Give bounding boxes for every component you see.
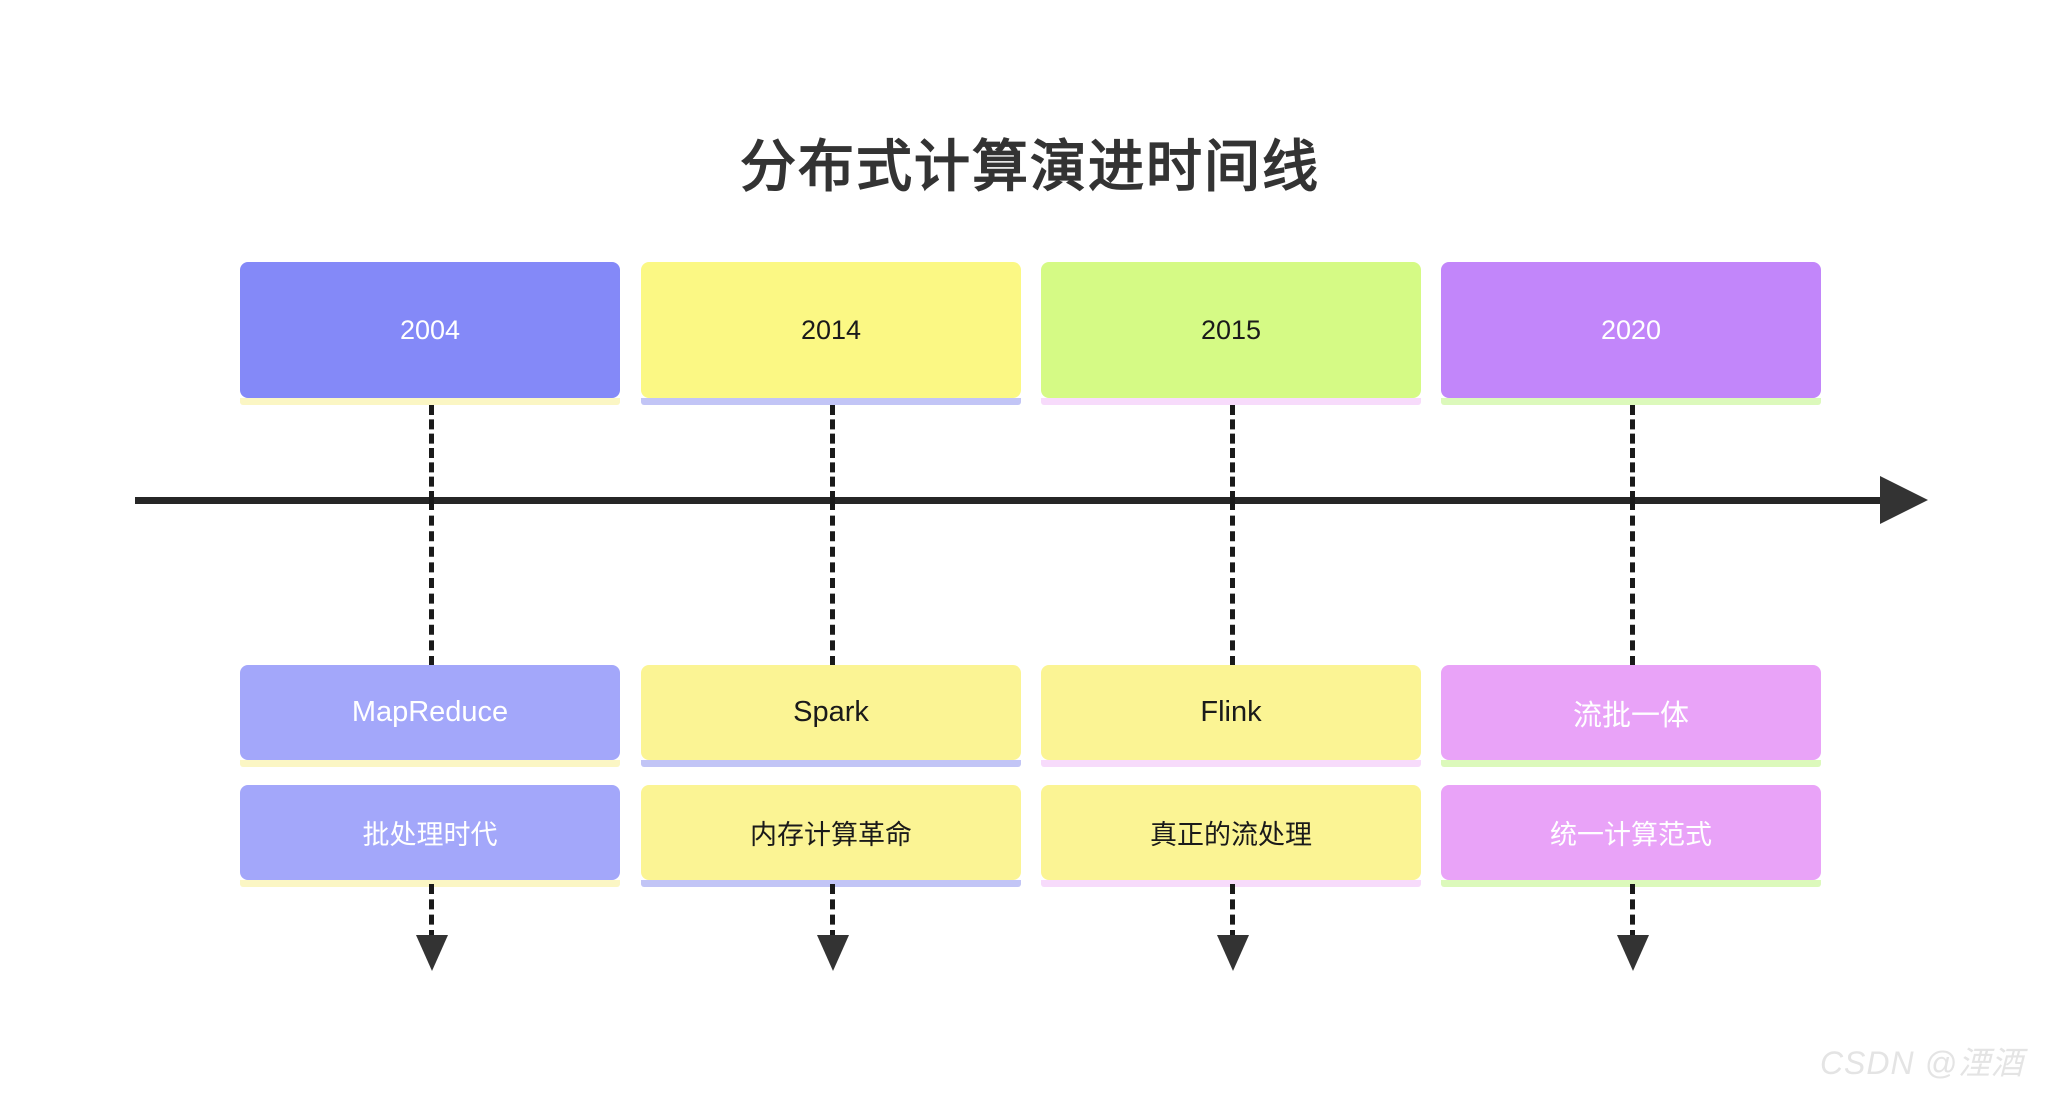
timeline-column-4: 2020 流批一体 统一计算范式 bbox=[1441, 0, 1821, 1106]
connector-arrow-down-icon bbox=[416, 935, 448, 971]
timeline-axis-arrow-icon bbox=[1880, 476, 1928, 524]
connector-dashed-bottom bbox=[1230, 884, 1235, 940]
description-card[interactable]: 真正的流处理 bbox=[1041, 785, 1421, 880]
csdn-watermark: CSDN @湮酒 bbox=[1819, 1045, 2024, 1081]
connector-dashed-middle bbox=[830, 500, 835, 666]
desc-card-strip bbox=[1041, 880, 1421, 887]
description-card[interactable]: 统一计算范式 bbox=[1441, 785, 1821, 880]
connector-dashed-middle bbox=[1230, 500, 1235, 666]
connector-arrow-down-icon bbox=[1217, 935, 1249, 971]
year-card[interactable]: 2014 bbox=[641, 262, 1021, 398]
name-card-strip bbox=[1041, 760, 1421, 767]
connector-dashed-top bbox=[1230, 405, 1235, 501]
name-card[interactable]: Flink bbox=[1041, 665, 1421, 760]
connector-arrow-down-icon bbox=[1617, 935, 1649, 971]
name-card[interactable]: 流批一体 bbox=[1441, 665, 1821, 760]
desc-card-strip bbox=[641, 880, 1021, 887]
name-card[interactable]: Spark bbox=[641, 665, 1021, 760]
timeline-column-2: 2014 Spark 内存计算革命 bbox=[641, 0, 1021, 1106]
page-title: 分布式计算演进时间线 bbox=[740, 135, 1320, 198]
year-card[interactable]: 2015 bbox=[1041, 262, 1421, 398]
connector-dashed-top bbox=[1630, 405, 1635, 501]
timeline-axis-line bbox=[135, 497, 1883, 504]
name-card-strip bbox=[240, 760, 620, 767]
connector-dashed-bottom bbox=[830, 884, 835, 940]
connector-dashed-middle bbox=[429, 500, 434, 666]
desc-card-strip bbox=[1441, 880, 1821, 887]
desc-card-strip bbox=[240, 880, 620, 887]
timeline-column-1: 2004 MapReduce 批处理时代 bbox=[240, 0, 620, 1106]
connector-dashed-bottom bbox=[1630, 884, 1635, 940]
connector-dashed-middle bbox=[1630, 500, 1635, 666]
connector-dashed-top bbox=[429, 405, 434, 501]
description-card[interactable]: 内存计算革命 bbox=[641, 785, 1021, 880]
timeline-column-3: 2015 Flink 真正的流处理 bbox=[1041, 0, 1421, 1106]
connector-dashed-top bbox=[830, 405, 835, 501]
year-card-strip bbox=[240, 398, 620, 405]
description-card[interactable]: 批处理时代 bbox=[240, 785, 620, 880]
year-card-strip bbox=[641, 398, 1021, 405]
year-card-strip bbox=[1441, 398, 1821, 405]
year-card-strip bbox=[1041, 398, 1421, 405]
name-card[interactable]: MapReduce bbox=[240, 665, 620, 760]
year-card[interactable]: 2020 bbox=[1441, 262, 1821, 398]
year-card[interactable]: 2004 bbox=[240, 262, 620, 398]
name-card-strip bbox=[1441, 760, 1821, 767]
name-card-strip bbox=[641, 760, 1021, 767]
connector-dashed-bottom bbox=[429, 884, 434, 940]
connector-arrow-down-icon bbox=[817, 935, 849, 971]
